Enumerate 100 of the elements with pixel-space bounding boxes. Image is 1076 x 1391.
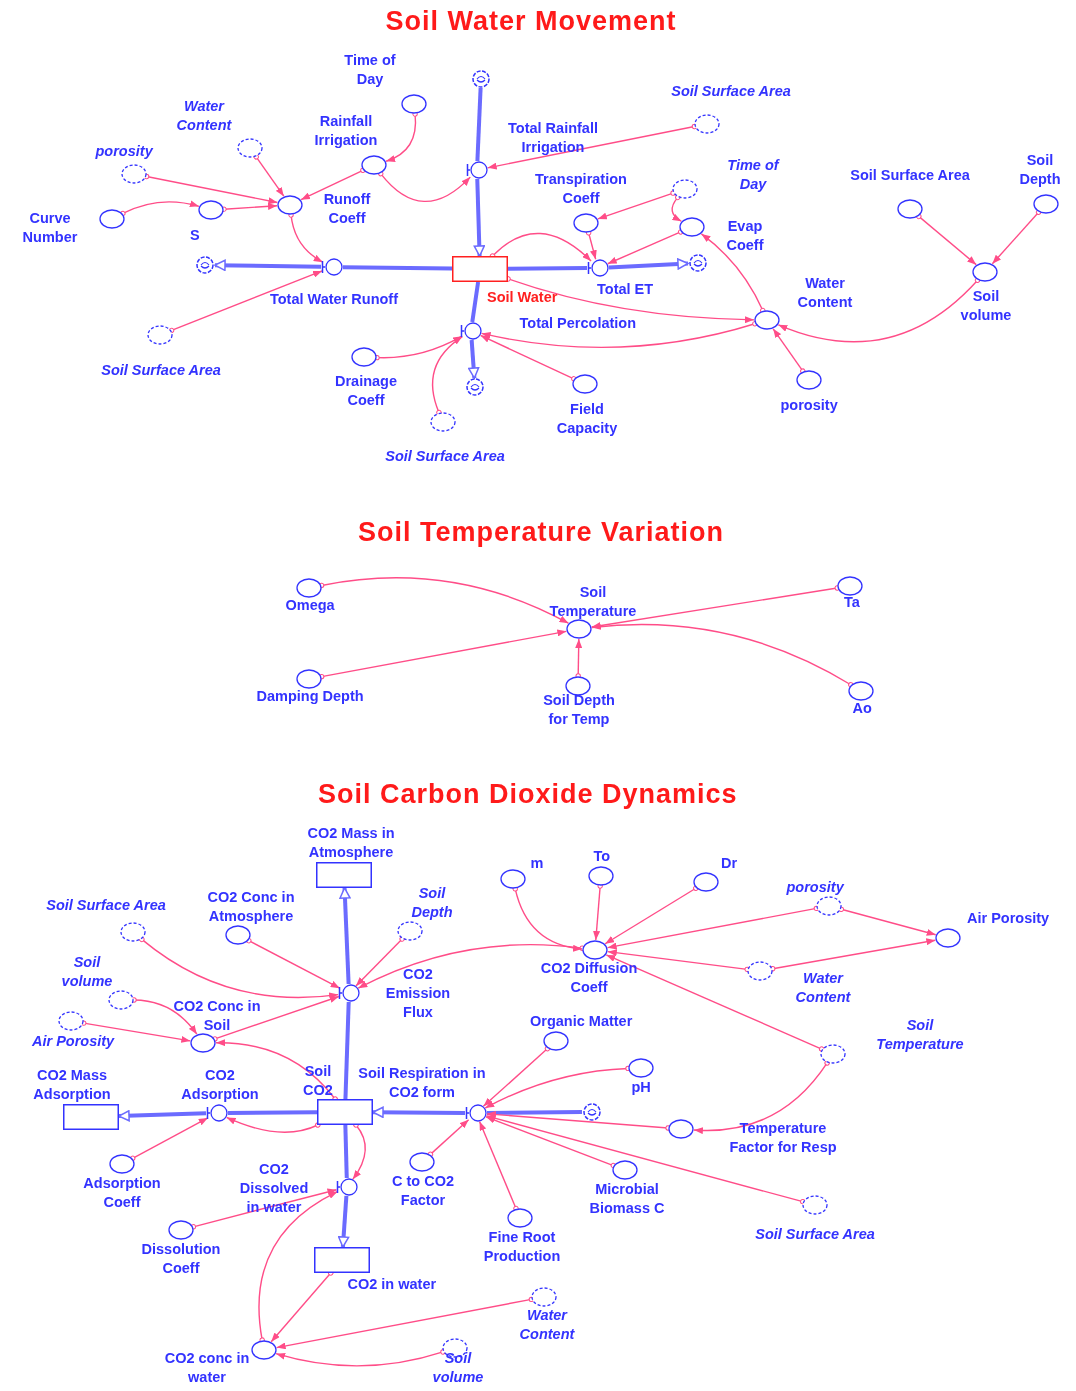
link-arrow <box>355 936 405 987</box>
link-arrow <box>693 1060 830 1134</box>
link-arrow <box>482 1045 551 1108</box>
flow-pipe <box>339 887 351 985</box>
link-arrow <box>258 1190 339 1343</box>
variable-label: CO2 Diffusion Coeff <box>539 959 639 997</box>
variable-label: Total Percolation <box>519 313 637 333</box>
variable-label: Total Rainfall Irrigation <box>507 119 599 157</box>
variable-label: Fine Root Production <box>482 1228 562 1266</box>
variable-label: S <box>190 225 200 245</box>
link-arrow <box>139 936 339 1000</box>
link-arrow <box>374 335 463 361</box>
cloud-symbol <box>195 256 215 274</box>
flow-pipe <box>508 266 588 271</box>
link-arrow <box>593 883 603 941</box>
variable-label: Microbial Biomass C <box>588 1180 666 1218</box>
link-arrow <box>604 885 699 945</box>
variable-label: Omega <box>285 595 335 615</box>
variable-label: porosity <box>786 877 844 897</box>
flow-pipe <box>608 258 689 270</box>
link-arrow <box>378 170 471 203</box>
variable-label: To <box>593 846 611 866</box>
variable-label: CO2 in water <box>347 1274 437 1294</box>
flow-pipe <box>473 178 486 257</box>
flow-pipe <box>337 1195 350 1248</box>
variable-label: Evap Coeff <box>725 217 765 255</box>
variable-label: Field Capacity <box>555 400 619 438</box>
variable-label: porosity <box>95 141 153 161</box>
variable-label: Soil Depth <box>1018 151 1062 189</box>
variable-label: Runoff Coeff <box>322 190 372 228</box>
variable-label: Water Content <box>796 274 854 312</box>
link-arrow <box>700 233 766 314</box>
variable-label: Temperature Factor for Resp <box>728 1119 838 1157</box>
variable-label: Soil volume <box>959 287 1013 325</box>
link-arrow <box>168 270 323 334</box>
link-arrow <box>131 997 198 1035</box>
flow-pipe <box>372 1106 466 1119</box>
variable-label: CO2 Conc in Soil <box>172 997 262 1035</box>
variable-label: Transpiration Coeff <box>534 170 628 208</box>
variable-label: Water Content <box>175 97 233 135</box>
link-arrow <box>512 886 583 952</box>
flow-pipe <box>214 259 322 272</box>
link-arrow <box>120 200 200 217</box>
cloud-symbol <box>465 378 485 396</box>
section-heading: Soil Temperature Variation <box>358 517 725 548</box>
link-arrow <box>300 167 366 201</box>
link-arrow <box>489 232 592 262</box>
cloud-symbol <box>688 254 708 272</box>
cloud-symbol <box>471 70 491 88</box>
variable-label: Total ET <box>597 279 654 299</box>
link-arrow <box>221 202 278 212</box>
link-arrow <box>505 276 755 324</box>
link-arrow <box>485 1114 806 1205</box>
flow-pipe <box>342 265 453 271</box>
variable-label: Drainage Coeff <box>333 372 399 410</box>
variable-label: Organic Matter <box>530 1011 633 1031</box>
link-arrow <box>585 230 597 260</box>
link-arrow <box>385 111 418 162</box>
variable-label: C to CO2 Factor <box>391 1172 455 1210</box>
flow-pipe <box>470 281 481 323</box>
variable-label: Soil Temperature <box>875 1016 965 1054</box>
variable-label: Soil Surface Area <box>384 446 506 466</box>
link-arrow <box>777 277 981 343</box>
link-arrow <box>606 905 820 950</box>
flow-pipe <box>343 1001 351 1100</box>
link-arrow <box>357 943 585 989</box>
link-arrow <box>427 1119 470 1158</box>
link-arrow <box>991 209 1042 265</box>
variable-label: Ao <box>852 698 872 718</box>
link-arrow <box>225 1116 321 1133</box>
link-arrow <box>275 1296 535 1350</box>
link-arrow <box>486 1111 671 1131</box>
link-arrow <box>916 213 977 266</box>
link-arrow <box>275 1349 446 1367</box>
link-arrow <box>591 623 854 688</box>
link-arrow <box>480 321 758 349</box>
variable-label: CO2 conc in water <box>163 1349 251 1387</box>
link-arrow <box>478 1120 519 1212</box>
variable-label: CO2 Emission Flux <box>384 964 452 1022</box>
cloud-symbol <box>582 1103 602 1121</box>
variable-label: Soil Depth for Temp <box>542 691 616 729</box>
flow-pipe <box>118 1110 207 1122</box>
variable-label: Soil Water <box>487 287 558 307</box>
variable-label: Water Content <box>794 969 852 1007</box>
flow-pipe <box>228 1110 317 1115</box>
link-arrow <box>770 938 937 972</box>
link-arrow <box>591 585 840 630</box>
variable-label: porosity <box>780 395 838 415</box>
link-arrow <box>605 954 825 1052</box>
variable-label: Air Porosity <box>967 908 1050 928</box>
variable-label: Soil Respiration in CO2 form <box>357 1064 487 1102</box>
link-arrow <box>487 123 698 170</box>
variable-label: Ta <box>844 592 860 612</box>
variable-label: pH <box>631 1077 651 1097</box>
variable-label: Soil Surface Area <box>849 165 971 185</box>
link-arrow <box>485 1116 617 1169</box>
flow-pipe <box>467 339 480 379</box>
link-arrow <box>607 949 750 973</box>
variable-label: Soil Surface Area <box>45 895 167 915</box>
variable-label: Soil volume <box>431 1349 485 1387</box>
